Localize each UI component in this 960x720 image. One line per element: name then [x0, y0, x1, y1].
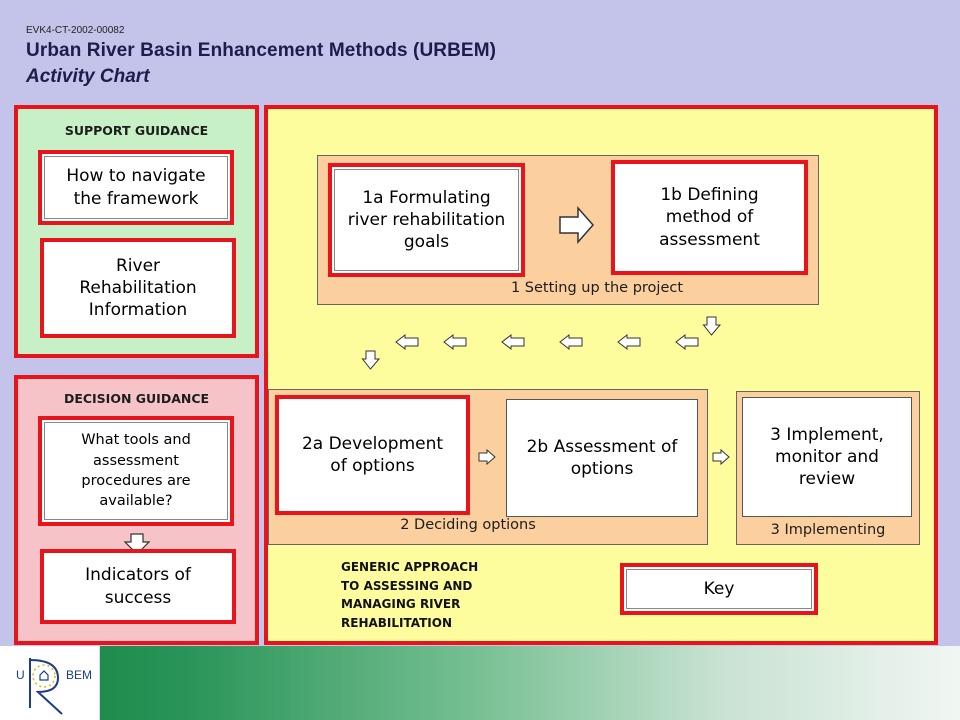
support-guidance-panel: SUPPORT GUIDANCE How to navigate the fra…: [14, 105, 259, 358]
tools-procedures-box[interactable]: What tools and assessment procedures are…: [38, 416, 234, 526]
box-1a-line-1: 1a Formulating: [362, 187, 491, 208]
urbem-logo: U BEM: [0, 646, 100, 720]
project-code: EVK4-CT-2002-00082: [26, 25, 125, 36]
right-arrow-icon: [478, 448, 496, 466]
right-arrow-icon: [559, 206, 595, 244]
logo-right-letters: BEM: [66, 668, 93, 682]
down-arrow-icon: [361, 350, 381, 370]
generic-line-1: GENERIC APPROACH: [341, 560, 479, 574]
urbem-logo-icon: [29, 658, 63, 715]
box-1a-formulating-goals[interactable]: 1a Formulating river rehabilitation goal…: [328, 163, 525, 277]
navigate-framework-box[interactable]: How to navigate the framework: [38, 150, 234, 225]
down-arrow-icon: [702, 316, 722, 336]
page-subtitle: Activity Chart: [26, 66, 150, 87]
box-2a-line-1: 2a Development: [301, 433, 444, 454]
left-arrow-icon: [443, 333, 467, 351]
tools-line-4: available?: [99, 493, 173, 510]
key-label: Key: [703, 578, 735, 599]
box-1b-line-1: 1b Defining: [660, 185, 759, 206]
tools-line-3: procedures are: [81, 473, 191, 489]
stage3-label: 3 Implementing: [770, 522, 886, 538]
footer-band: [0, 646, 960, 720]
generic-line-2: TO ASSESSING AND: [341, 578, 473, 593]
left-arrow-icon: [395, 333, 419, 351]
box-3-line-3: review: [798, 469, 856, 490]
tools-line-1: What tools and: [81, 432, 191, 449]
river-rehabilitation-info-box[interactable]: River Rehabilitation Information: [40, 238, 236, 338]
box-1a-line-2: river rehabilitation: [347, 209, 506, 230]
generic-line-4: REHABILITATION: [341, 615, 452, 630]
box-3-line-2: monitor and: [775, 446, 879, 467]
page-title: Urban River Basin Enhancement Methods (U…: [26, 40, 497, 61]
box-2b-line-2: options: [570, 459, 634, 479]
indicators-line-2: success: [104, 587, 172, 608]
left-arrow-icon: [559, 333, 583, 351]
decision-guidance-heading: DECISION GUIDANCE: [63, 391, 210, 406]
river-info-line-1: River: [115, 255, 161, 276]
box-2a-development-options[interactable]: 2a Development of options: [275, 395, 470, 515]
box-3-line-1: 3 Implement,: [770, 424, 884, 445]
generic-approach-caption: GENERIC APPROACH TO ASSESSING AND MANAGI…: [341, 558, 478, 632]
support-guidance-heading: SUPPORT GUIDANCE: [64, 123, 209, 138]
logo-left-letter: U: [16, 668, 25, 682]
left-arrow-icon: [617, 333, 641, 351]
box-1a-line-3: goals: [403, 232, 450, 253]
indicators-line-1: Indicators of: [85, 565, 191, 586]
left-arrow-icon: [675, 333, 699, 351]
tools-line-2: assessment: [93, 452, 179, 469]
box-2b-line-1: 2b Assessment of: [526, 436, 678, 457]
box-1b-defining-method[interactable]: 1b Defining method of assessment: [611, 160, 808, 275]
box-1b-line-3: assessment: [659, 229, 760, 250]
river-info-line-2: Rehabilitation: [79, 277, 197, 298]
left-arrow-icon: [501, 333, 525, 351]
box-2b-assessment-options[interactable]: 2b Assessment of options: [506, 399, 698, 517]
river-info-line-3: Information: [88, 300, 188, 321]
down-arrow-icon: [123, 533, 151, 555]
navigate-line-1: How to navigate: [66, 166, 206, 187]
generic-line-3: MANAGING RIVER: [341, 597, 461, 612]
stage1-label: 1 Setting up the project: [510, 280, 684, 296]
box-3-implement-monitor[interactable]: 3 Implement, monitor and review: [742, 397, 912, 517]
key-button[interactable]: Key: [620, 563, 818, 615]
box-2a-line-2: of options: [330, 456, 415, 476]
box-1b-line-2: method of: [665, 207, 754, 228]
navigate-line-2: the framework: [73, 188, 199, 209]
indicators-success-box[interactable]: Indicators of success: [40, 549, 236, 624]
right-arrow-icon: [712, 448, 730, 466]
stage2-label: 2 Deciding options: [400, 517, 536, 533]
decision-guidance-panel: DECISION GUIDANCE What tools and assessm…: [14, 375, 259, 645]
